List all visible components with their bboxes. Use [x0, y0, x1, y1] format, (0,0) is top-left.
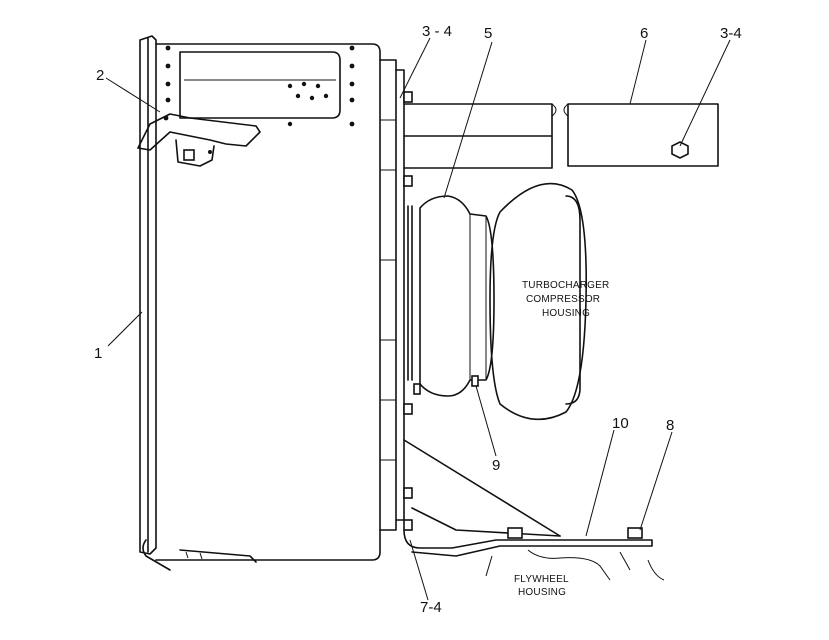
air-cleaner-body	[139, 35, 381, 571]
callout-8: 8	[666, 417, 674, 434]
note-flywheel-1: FLYWHEEL	[514, 574, 569, 585]
latch-clamp	[137, 113, 261, 167]
note-turbo-3: HOUSING	[542, 308, 590, 319]
leader-lines	[105, 37, 731, 601]
mounting-flange	[379, 59, 413, 531]
callout-9: 9	[492, 457, 500, 474]
lower-bracket	[403, 439, 665, 581]
turbo-compressor-housing	[489, 182, 588, 421]
callout-1: 1	[94, 345, 102, 362]
note-turbo-1: TURBOCHARGER	[522, 280, 609, 291]
air-hose-boot	[407, 195, 495, 397]
note-flywheel-2: HOUSING	[518, 587, 566, 598]
callout-10: 10	[612, 415, 629, 432]
callout-3-4-right: 3-4	[720, 25, 742, 42]
callout-6: 6	[640, 25, 648, 42]
mounting-holes	[165, 45, 355, 127]
note-turbo-2: COMPRESSOR	[526, 294, 600, 305]
callout-2: 2	[96, 67, 104, 84]
callout-5: 5	[484, 25, 492, 42]
support-tube	[403, 103, 719, 169]
callout-7-4: 7-4	[420, 599, 442, 616]
callout-3-4-top: 3 - 4	[422, 23, 452, 40]
